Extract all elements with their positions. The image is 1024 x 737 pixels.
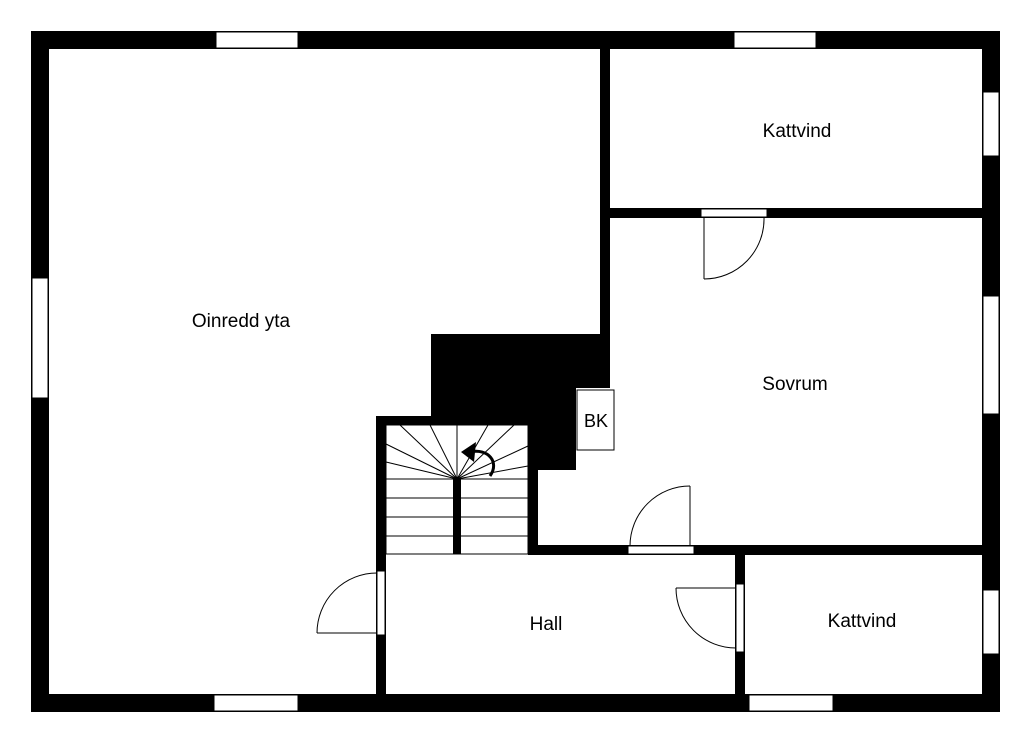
arrow-head-icon xyxy=(461,442,476,462)
window-bottom-right xyxy=(748,694,834,712)
closet-label: BK xyxy=(584,411,608,431)
room-label-attic-bottom: Kattvind xyxy=(828,611,897,632)
window-top-right xyxy=(733,31,817,49)
door-bedroom xyxy=(627,485,695,555)
door-attic-top xyxy=(700,208,768,280)
window-bottom-left xyxy=(213,694,299,712)
doors xyxy=(316,208,768,653)
window-top-left xyxy=(215,31,299,49)
room-label-unfinished-area: Oinredd yta xyxy=(192,311,291,332)
closet-bk: BK xyxy=(576,389,615,451)
door-attic-bottom xyxy=(675,583,745,653)
door-unfinished-area xyxy=(316,570,386,636)
window-left xyxy=(31,277,49,399)
room-label-bedroom: Sovrum xyxy=(762,374,827,395)
window-right-bottom xyxy=(982,589,1000,655)
staircase xyxy=(385,424,529,555)
room-label-attic-top: Kattvind xyxy=(763,121,832,142)
room-label-hall: Hall xyxy=(530,614,563,635)
window-right-top xyxy=(982,91,1000,157)
windows xyxy=(31,31,1000,712)
window-right-mid xyxy=(982,295,1000,415)
